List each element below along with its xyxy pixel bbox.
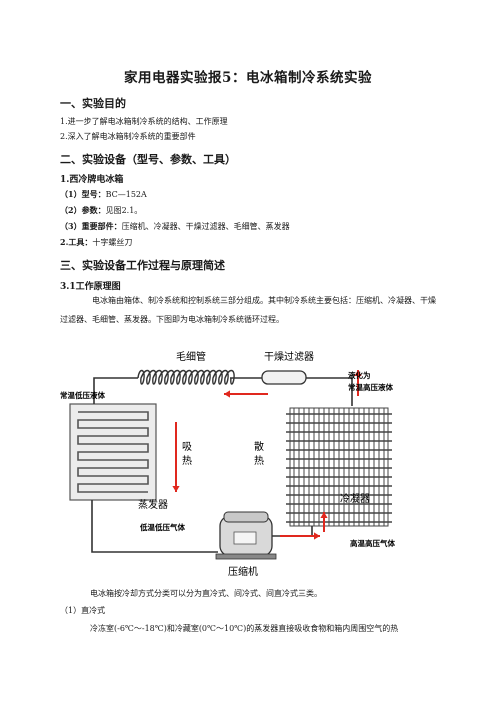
direct-cooling-heading: （1）直冷式 xyxy=(60,606,106,615)
equipment-params: （2）参数：见图2.1。 xyxy=(60,205,142,216)
direct-cooling-text: 冷冻室(-6℃～-18℃)和冷藏室(0℃～10℃)的蒸发器直接吸收食物和箱内周围… xyxy=(90,624,399,633)
tools-value: 十字螺丝刀 xyxy=(92,238,133,247)
label-high-temp-gas: 高温高压气体 xyxy=(350,538,395,548)
flow-arrow-head xyxy=(314,532,320,540)
section-heading-equipment: 二、实验设备（型号、参数、工具） xyxy=(60,153,236,166)
principle-subheading: 3.1工作原理图 xyxy=(60,282,121,292)
purpose-item-1: 1.进一步了解电冰箱制冷系统的结构、工作原理 xyxy=(60,117,228,126)
label-condenser: 冷凝器 xyxy=(340,492,370,505)
label-dissipate-2: 热 xyxy=(254,454,264,467)
suction-pipe xyxy=(91,500,218,553)
label-normal-high-liquid: 常温高压液体 xyxy=(348,382,393,392)
label-absorb-2: 热 xyxy=(182,454,192,467)
discharge-pipe xyxy=(272,526,313,537)
label-normal-low-liquid: 常温低压液体 xyxy=(60,390,105,400)
model-label: （1）型号： xyxy=(60,189,106,199)
purpose-item-2: 2.深入了解电冰箱制冷系统的重要部件 xyxy=(60,132,196,141)
label-dissipate-1: 散 xyxy=(254,440,264,453)
flow-arrow-head xyxy=(224,390,230,398)
params-label: （2）参数： xyxy=(60,205,106,215)
equipment-tools: 2.工具：十字螺丝刀 xyxy=(60,237,132,248)
label-absorb-1: 吸 xyxy=(182,442,192,453)
capillary-coil xyxy=(93,369,262,404)
flow-arrow-head xyxy=(172,486,180,492)
label-compressor: 压缩机 xyxy=(228,565,258,578)
tools-label: 2.工具： xyxy=(60,237,93,247)
drying-filter xyxy=(261,370,353,406)
label-liquefy: 液化为 xyxy=(348,370,371,380)
condenser-grid xyxy=(286,407,392,527)
principle-paragraph: 电冰箱由箱体、制冷系统和控制系统三部分组成。其中制冷系统主要包括：压缩机、冷凝器… xyxy=(60,296,436,324)
label-drying-filter: 干燥过滤器 xyxy=(264,350,314,363)
equipment-model: （1）型号：BC—152A xyxy=(60,189,147,200)
flow-arrow-head xyxy=(354,370,362,376)
equipment-subheading: 1.西冷牌电冰箱 xyxy=(60,175,124,185)
cooling-type-sentence: 电冰箱按冷却方式分类可以分为直冷式、间冷式、间直冷式三类。 xyxy=(90,589,322,598)
model-value: BC—152A xyxy=(105,190,147,199)
parts-value: 压缩机、冷凝器、干燥过滤器、毛细管、蒸发器 xyxy=(121,222,290,231)
parts-label: （3）重要部件： xyxy=(60,221,122,231)
label-capillary: 毛细管 xyxy=(176,350,206,363)
flow-arrow-head xyxy=(320,512,328,518)
compressor-unit xyxy=(215,511,277,560)
evaporator-panel xyxy=(69,403,157,501)
label-low-temp-gas: 低温低压气体 xyxy=(139,522,185,532)
refrigeration-cycle-diagram: 毛细管 干燥过滤器 常温低压液体 液化为 常温高压液体 吸 热 散 热 蒸发器 … xyxy=(60,350,395,578)
equipment-parts: （3）重要部件：压缩机、冷凝器、干燥过滤器、毛细管、蒸发器 xyxy=(60,221,290,232)
document-title: 家用电器实验报5：电冰箱制冷系统实验 xyxy=(124,70,372,86)
flow-arrows xyxy=(172,370,362,540)
params-value: 见图2.1。 xyxy=(105,206,143,215)
section-heading-purpose: 一、实验目的 xyxy=(60,97,126,110)
label-evaporator: 蒸发器 xyxy=(138,498,168,511)
section-heading-principle: 三、实验设备工作过程与原理简述 xyxy=(60,259,225,272)
